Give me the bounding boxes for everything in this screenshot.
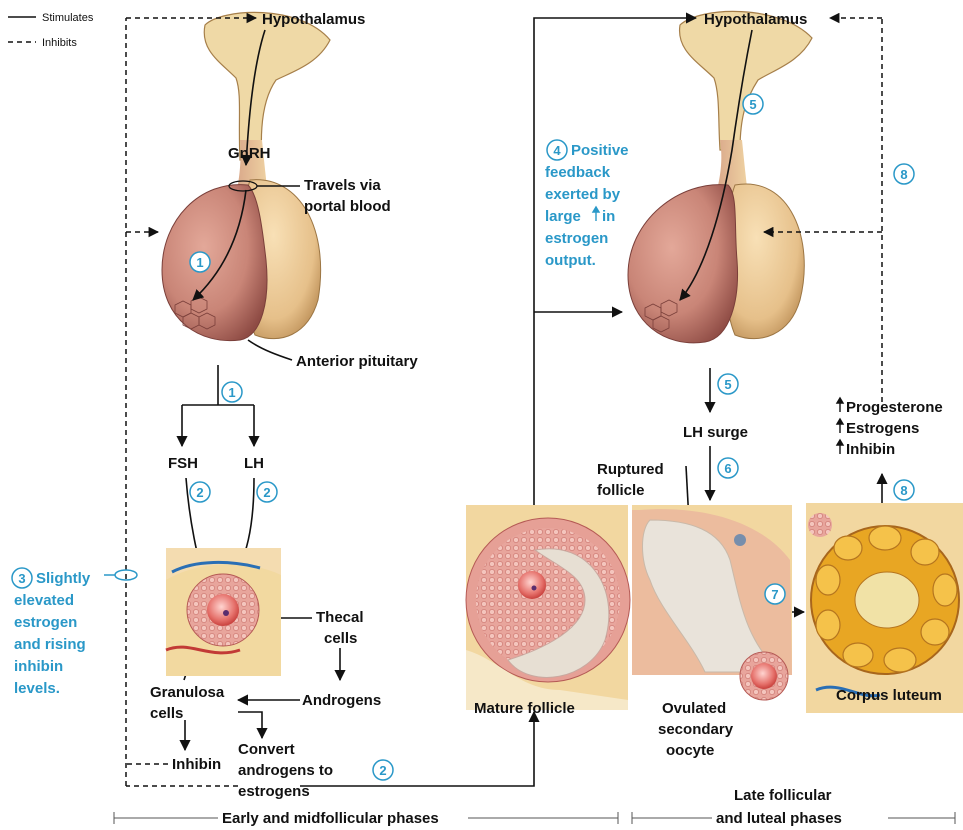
step4-line-1: Positive [571, 142, 629, 159]
left-anterior-lobe [162, 185, 267, 341]
convert-label-2: androgens to [238, 762, 333, 779]
hormone-progesterone: Progesterone [846, 399, 943, 416]
step6-number: 6 [724, 461, 731, 476]
step2-number-estrogen: 2 [379, 763, 386, 778]
step2-number-lh: 2 [263, 485, 270, 500]
right-anterior-lobe [628, 185, 738, 343]
granulosa-to-convert-arrow [238, 712, 262, 738]
estrogen-to-mature-follicle-arrow [300, 712, 534, 786]
step4-line-6: estrogen [545, 230, 608, 247]
convert-label-3: estrogens [238, 783, 310, 800]
ruptured-follicle-panel [632, 505, 792, 700]
ovulated-label-3: oocyte [666, 742, 714, 759]
ovulated-label-2: secondary [658, 721, 734, 738]
mature-oocyte [518, 571, 546, 599]
late-phase-label-1: Late follicular [734, 787, 832, 804]
ruptured-label-1: Ruptured [597, 461, 664, 478]
ovulated-label-1: Ovulated [662, 700, 726, 717]
step4-description: Positive feedback exerted by large in es… [545, 142, 629, 269]
ovulated-oocyte [751, 663, 777, 689]
left-hypothalamus-label: Hypothalamus [262, 11, 365, 28]
anterior-pituitary-leader [248, 340, 292, 360]
legend: Stimulates Inhibits [8, 12, 94, 49]
step7-number: 7 [771, 587, 778, 602]
late-phase-label-2: and luteal phases [716, 810, 842, 827]
legend-dashed-label: Inhibits [42, 37, 77, 49]
right-hypothalamus-label: Hypothalamus [704, 11, 807, 28]
early-follicle-panel [166, 548, 281, 676]
hormone-estrogens: Estrogens [846, 420, 919, 437]
step4-line-2: feedback [545, 164, 611, 181]
left-hypothalamus-tissue [204, 12, 330, 160]
gnrh-label: GnRH [228, 145, 271, 162]
step3-line-2: elevated [14, 592, 74, 609]
lh-surge-label: LH surge [683, 424, 748, 441]
granulosa-label-1: Granulosa [150, 684, 225, 701]
step3-line-4: and rising [14, 636, 86, 653]
hormone-inhibin: Inhibin [846, 441, 895, 458]
step4-line-3: exerted by [545, 186, 621, 203]
step2-number-fsh: 2 [196, 485, 203, 500]
lh-label: LH [244, 455, 264, 472]
step4-line-7: output. [545, 252, 596, 269]
right-hypothalamus-tissue [680, 11, 812, 150]
thecal-label-1: Thecal [316, 609, 364, 626]
androgens-label: Androgens [302, 692, 381, 709]
step1-number-pituitary: 1 [196, 255, 203, 270]
corpus-luteum-label: Corpus luteum [836, 687, 942, 704]
step1-number-branch: 1 [228, 385, 235, 400]
step3-line-6: levels. [14, 680, 60, 697]
legend-solid-label: Stimulates [42, 12, 94, 24]
anterior-pituitary-label: Anterior pituitary [296, 353, 418, 370]
thecal-label-2: cells [324, 630, 357, 647]
right-pituitary-illustration [628, 11, 812, 342]
step8-number-feedback: 8 [900, 167, 907, 182]
step3-line-3: estrogen [14, 614, 77, 631]
step8-number-corpus: 8 [900, 483, 907, 498]
corpus-luteum-panel [806, 503, 963, 713]
travels-label-1: Travels via [304, 177, 381, 194]
fsh-label: FSH [168, 455, 198, 472]
step4-line-5: in [602, 208, 615, 225]
mature-follicle-panel [466, 505, 630, 710]
convert-label-1: Convert [238, 741, 295, 758]
step3-line-5: inhibin [14, 658, 63, 675]
step5-number-lh: 5 [724, 377, 731, 392]
mature-follicle-label: Mature follicle [474, 700, 575, 717]
inhibin-label: Inhibin [172, 756, 221, 773]
hormone-increase-arrows [837, 398, 843, 454]
early-oocyte [207, 594, 239, 626]
granulosa-label-2: cells [150, 705, 183, 722]
step4-increase-arrow [593, 207, 599, 221]
step4-number: 4 [553, 143, 561, 158]
step5-number-hypothalamus: 5 [749, 97, 756, 112]
step3-description: Slightly elevated estrogen and rising in… [14, 570, 91, 697]
ruptured-label-2: follicle [597, 482, 645, 499]
early-phase-label: Early and midfollicular phases [222, 810, 439, 827]
step3-line-1: Slightly [36, 570, 91, 587]
step4-line-4: large [545, 208, 581, 225]
travels-label-2: portal blood [304, 198, 391, 215]
step3-number: 3 [18, 571, 25, 586]
